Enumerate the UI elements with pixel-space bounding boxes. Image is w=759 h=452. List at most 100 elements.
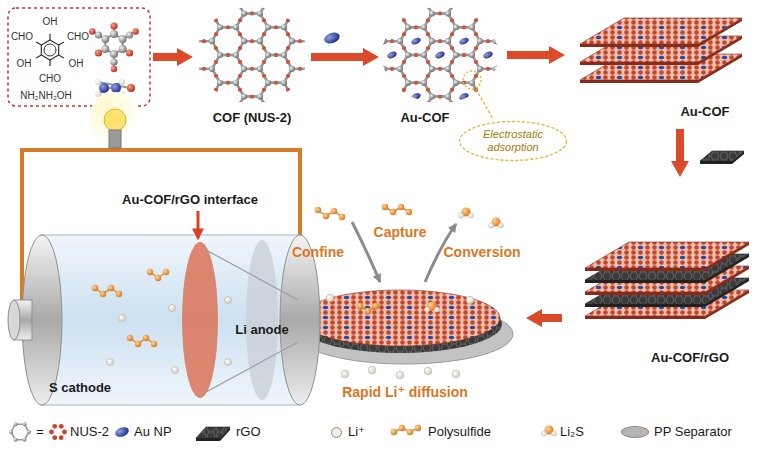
legend-icons: [541, 431, 546, 436]
cof-lattice: [381, 38, 387, 44]
cof-lattice: [217, 0, 223, 2]
interface-disc-art: [434, 307, 439, 312]
cof-lattice: [373, 24, 379, 30]
cof-lattice: [298, 95, 302, 99]
cof-lattice: [214, 129, 218, 133]
cof-lattice: [402, 46, 406, 50]
ball-model: [110, 58, 117, 65]
cof-lattice: [525, 66, 531, 72]
composite-stack-art: [585, 242, 749, 268]
callout-outline: [460, 122, 567, 161]
cof-lattice: [289, 11, 295, 17]
cof-lattice: [426, 5, 430, 9]
cof-lattice: [286, 18, 290, 22]
cof-lattice: [445, 66, 451, 72]
battery-cell: [172, 367, 179, 374]
interface-disc-art: [297, 204, 513, 379]
node-label: NH₂NH₂OH: [20, 90, 72, 102]
cof-lattice: [322, 25, 326, 29]
cof-lattice: [262, 60, 266, 64]
cof-lattice: [376, 0, 408, 13]
battery-cell: [225, 297, 232, 304]
cof-lattice: [486, 95, 490, 99]
battery-cell: [206, 342, 298, 392]
cof-lattice: [482, 0, 494, 4]
cof-lattice: [250, 67, 254, 71]
cof-lattice: [298, 95, 302, 99]
cof-lattice: [281, 135, 287, 141]
legend-swatch: [331, 427, 342, 438]
cof-lattice: [373, 0, 379, 2]
cof-lattice: [310, 74, 314, 78]
cof-lattice: [241, 38, 247, 44]
cof-lattice: [378, 32, 382, 36]
cof-lattice: [310, 115, 314, 119]
cof-lattice: [289, 38, 295, 44]
interface-disc-art: [357, 303, 363, 309]
cof-lattice: [313, 80, 319, 86]
cof-lattice: [166, 32, 170, 36]
legend-icons: [27, 430, 31, 434]
cof-lattice: [193, 66, 199, 72]
cof-lattice: [501, 24, 507, 30]
ball-model: [110, 30, 118, 38]
battery-cell: [100, 291, 106, 297]
cof-lattice: [217, 80, 223, 86]
cof-lattice: [405, 80, 411, 86]
cof-lattice: [477, 11, 483, 17]
cof-lattice: [450, 102, 454, 106]
hydrazine-model: [95, 91, 101, 97]
cof-lattice: [414, 136, 418, 140]
cof-lattice: [397, 38, 403, 44]
cof-lattice: [474, 5, 478, 9]
cof-lattice: [233, 80, 239, 86]
cof-lattice: [286, 5, 290, 9]
battery-cell: [147, 269, 153, 275]
cof-lattice: [226, 25, 230, 29]
cof-lattice: [305, 11, 311, 17]
cof-lattice: [426, 88, 430, 92]
reaction-arrow: [536, 314, 562, 322]
cof-lattice: [214, 88, 218, 92]
cof-lattice: [262, 129, 266, 133]
interface-disc-art: [390, 209, 396, 215]
cof-lattice: [474, 115, 478, 119]
cof-lattice: [450, 46, 454, 50]
cof-lattice: [354, 74, 358, 78]
cof-lattice: [289, 66, 295, 72]
cof-lattice: [217, 0, 223, 2]
cof-lattice: [250, 12, 254, 16]
ball-model: [111, 66, 117, 72]
cof-lattice: [453, 24, 459, 30]
cof-lattice: [214, 88, 218, 92]
legend-icons: [49, 430, 54, 435]
cof-lattice: [349, 0, 531, 141]
cof-lattice: [378, 102, 382, 106]
cof-lattice: [214, 102, 218, 106]
cof-lattice: [477, 38, 483, 44]
cof-lattice: [274, 25, 278, 29]
cof-lattice: [426, 18, 430, 22]
callout-leader: [463, 71, 493, 119]
cof-lattice: [262, 5, 266, 9]
cof-lattice: [397, 11, 403, 17]
cof-lattice: [493, 94, 499, 100]
ball-model: [132, 28, 138, 34]
cof-lattice: [450, 18, 454, 22]
cof-lattice: [214, 60, 218, 64]
cof-lattice: [265, 80, 271, 86]
cof-lattice: [281, 80, 287, 86]
cof-lattice: [373, 108, 379, 114]
cof-lattice: [274, 136, 278, 140]
reactant-panel: [49, 60, 50, 66]
cof-lattice: [250, 12, 254, 16]
cof-lattice: [226, 53, 230, 57]
legend-text: Au NP: [134, 425, 172, 440]
cof-lattice: [421, 135, 427, 141]
cof-lattice: [438, 67, 442, 71]
cof-lattice: [493, 66, 499, 72]
cof-lattice: [209, 38, 215, 44]
legend-icons: [415, 425, 421, 431]
cof-lattice: [217, 24, 223, 30]
cof-lattice: [214, 46, 218, 50]
